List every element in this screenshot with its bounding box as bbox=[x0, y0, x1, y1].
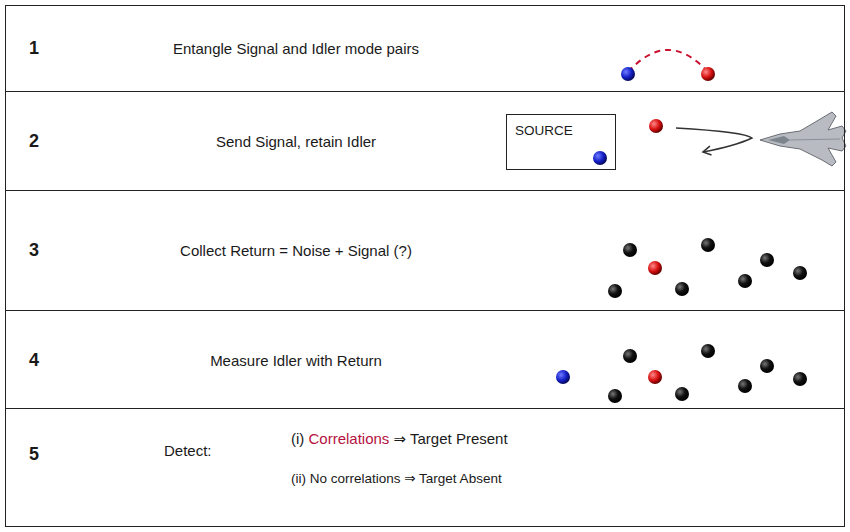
step-text: Send Signal, retain Idler bbox=[216, 133, 376, 151]
step-number: 4 bbox=[29, 350, 39, 372]
step-text: (ii) No correlations ⇒ Target Absent bbox=[291, 471, 502, 487]
step-band: 1 Entangle Signal and Idler mode pairs bbox=[5, 5, 845, 92]
signal-dot bbox=[701, 67, 715, 81]
signal-dot bbox=[649, 119, 663, 133]
step-text: Collect Return = Noise + Signal (?) bbox=[180, 242, 412, 260]
step-number: 3 bbox=[29, 240, 39, 262]
idler-dot bbox=[621, 67, 635, 81]
signal-dot bbox=[648, 370, 662, 384]
idler-dot bbox=[556, 370, 570, 384]
step-number: 5 bbox=[29, 444, 39, 466]
step-text: Detect: bbox=[164, 442, 212, 460]
step-text: (i) Correlations ⇒ Target Present bbox=[291, 430, 508, 448]
signal-dot bbox=[648, 261, 662, 275]
source-label: SOURCE bbox=[515, 123, 573, 139]
noise-photons bbox=[608, 344, 807, 403]
step-band: 4 Measure Idler with Return bbox=[5, 310, 845, 409]
idler-dot bbox=[593, 151, 607, 165]
step-number: 1 bbox=[29, 38, 39, 60]
noise-photons bbox=[608, 238, 807, 298]
signal-path-arrow bbox=[676, 128, 752, 152]
step-band: 5 Detect: (i) Correlations ⇒ Target Presen… bbox=[5, 408, 845, 527]
source-box: SOURCE bbox=[506, 114, 616, 170]
step-text: Entangle Signal and Idler mode pairs bbox=[173, 40, 419, 58]
aircraft-icon bbox=[760, 112, 846, 166]
entanglement-arc bbox=[628, 50, 708, 72]
step-text: Measure Idler with Return bbox=[210, 352, 382, 370]
step-band: 3 Collect Return = Noise + Signal (?) bbox=[5, 190, 845, 311]
step-number: 2 bbox=[29, 131, 39, 153]
step-band: 2 Send Signal, retain Idler SOURCE bbox=[5, 91, 845, 191]
